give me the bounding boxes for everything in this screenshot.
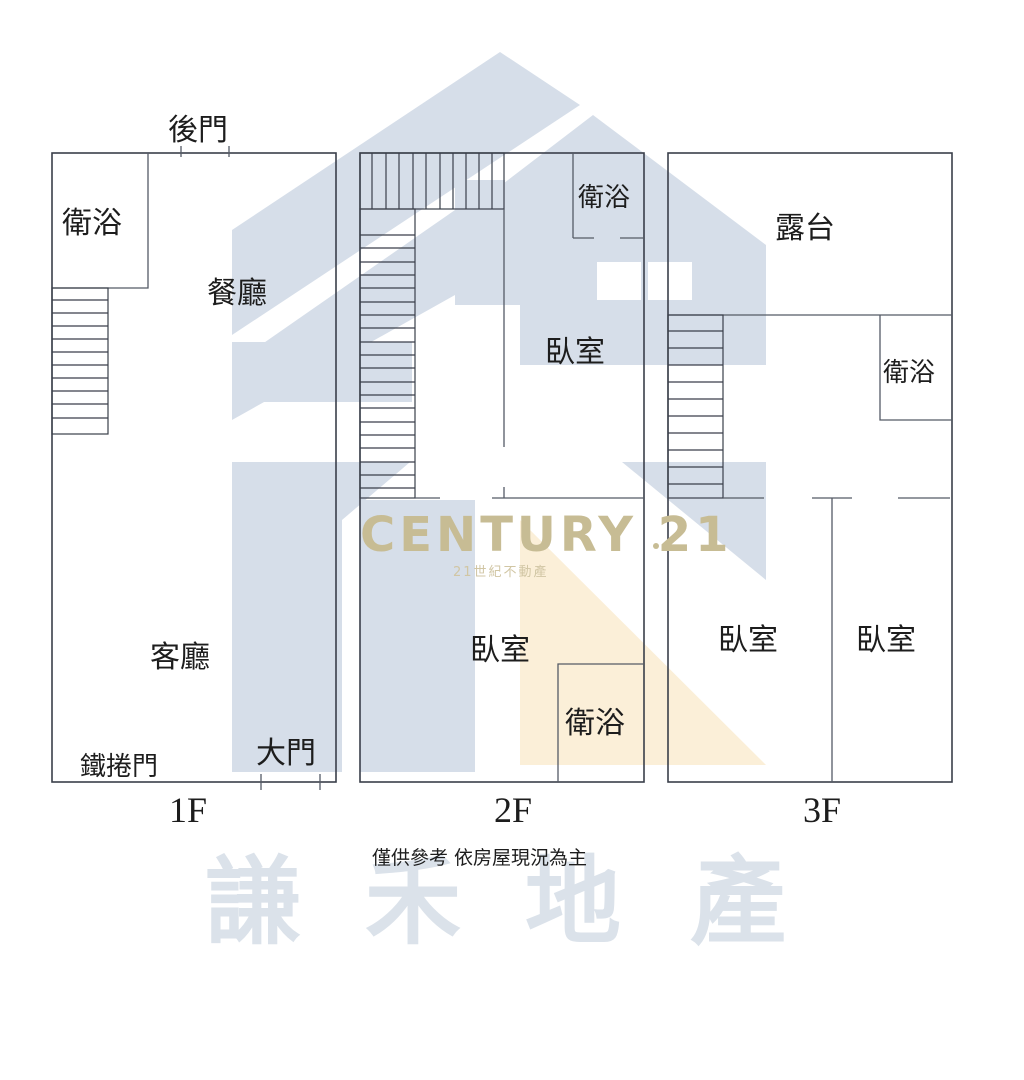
room-label-bathroom-2f-top: 衛浴 <box>578 183 630 213</box>
staircase-3f <box>667 314 724 499</box>
brand-dot-icon <box>653 543 659 549</box>
agency-watermark: 謙 禾 地 產 <box>205 846 786 958</box>
floor-1f: 衛浴 餐廳 客廳 後門 大門 鐵捲門 1F <box>51 113 337 830</box>
brand-logo-text: CENTURY 21 <box>360 507 733 563</box>
floor-2f: 衛浴 臥室 臥室 衛浴 2F <box>359 152 645 830</box>
room-label-bathroom-1f: 衛浴 <box>62 206 122 241</box>
room-label-bathroom-2f-bottom: 衛浴 <box>565 706 625 741</box>
agency-char-2: 禾 <box>365 846 461 958</box>
agency-char-4: 產 <box>690 846 786 958</box>
floor-label-3f: 3F <box>803 790 841 830</box>
staircase-2f <box>359 152 505 499</box>
staircase-1f <box>51 287 109 435</box>
agency-char-1: 謙 <box>205 846 301 958</box>
room-label-living-1f: 客廳 <box>150 640 210 675</box>
door-label-front: 大門 <box>256 736 316 771</box>
floor-3f: 露台 衛浴 臥室 臥室 3F <box>667 152 953 830</box>
disclaimer-note: 僅供參考 依房屋現況為主 <box>372 847 587 869</box>
door-label-rear: 後門 <box>168 113 228 148</box>
house-logo-watermark <box>232 52 766 772</box>
room-label-bedroom-3f-left: 臥室 <box>718 623 778 658</box>
agency-char-3: 地 <box>525 846 621 958</box>
room-label-bedroom-3f-right: 臥室 <box>856 623 916 658</box>
room-label-bathroom-3f: 衛浴 <box>883 358 935 388</box>
floor-label-1f: 1F <box>169 790 207 830</box>
brand-subtitle: 21世紀不動產 <box>453 564 549 580</box>
room-label-terrace-3f: 露台 <box>775 211 835 246</box>
floor-label-2f: 2F <box>494 790 532 830</box>
century21-watermark: CENTURY 21 21世紀不動產 <box>360 507 733 580</box>
door-label-rolling-shutter: 鐵捲門 <box>80 752 158 782</box>
room-label-dining-1f: 餐廳 <box>207 276 267 311</box>
room-label-bedroom-2f-top: 臥室 <box>545 335 605 370</box>
room-label-bedroom-2f-bottom: 臥室 <box>470 633 530 668</box>
